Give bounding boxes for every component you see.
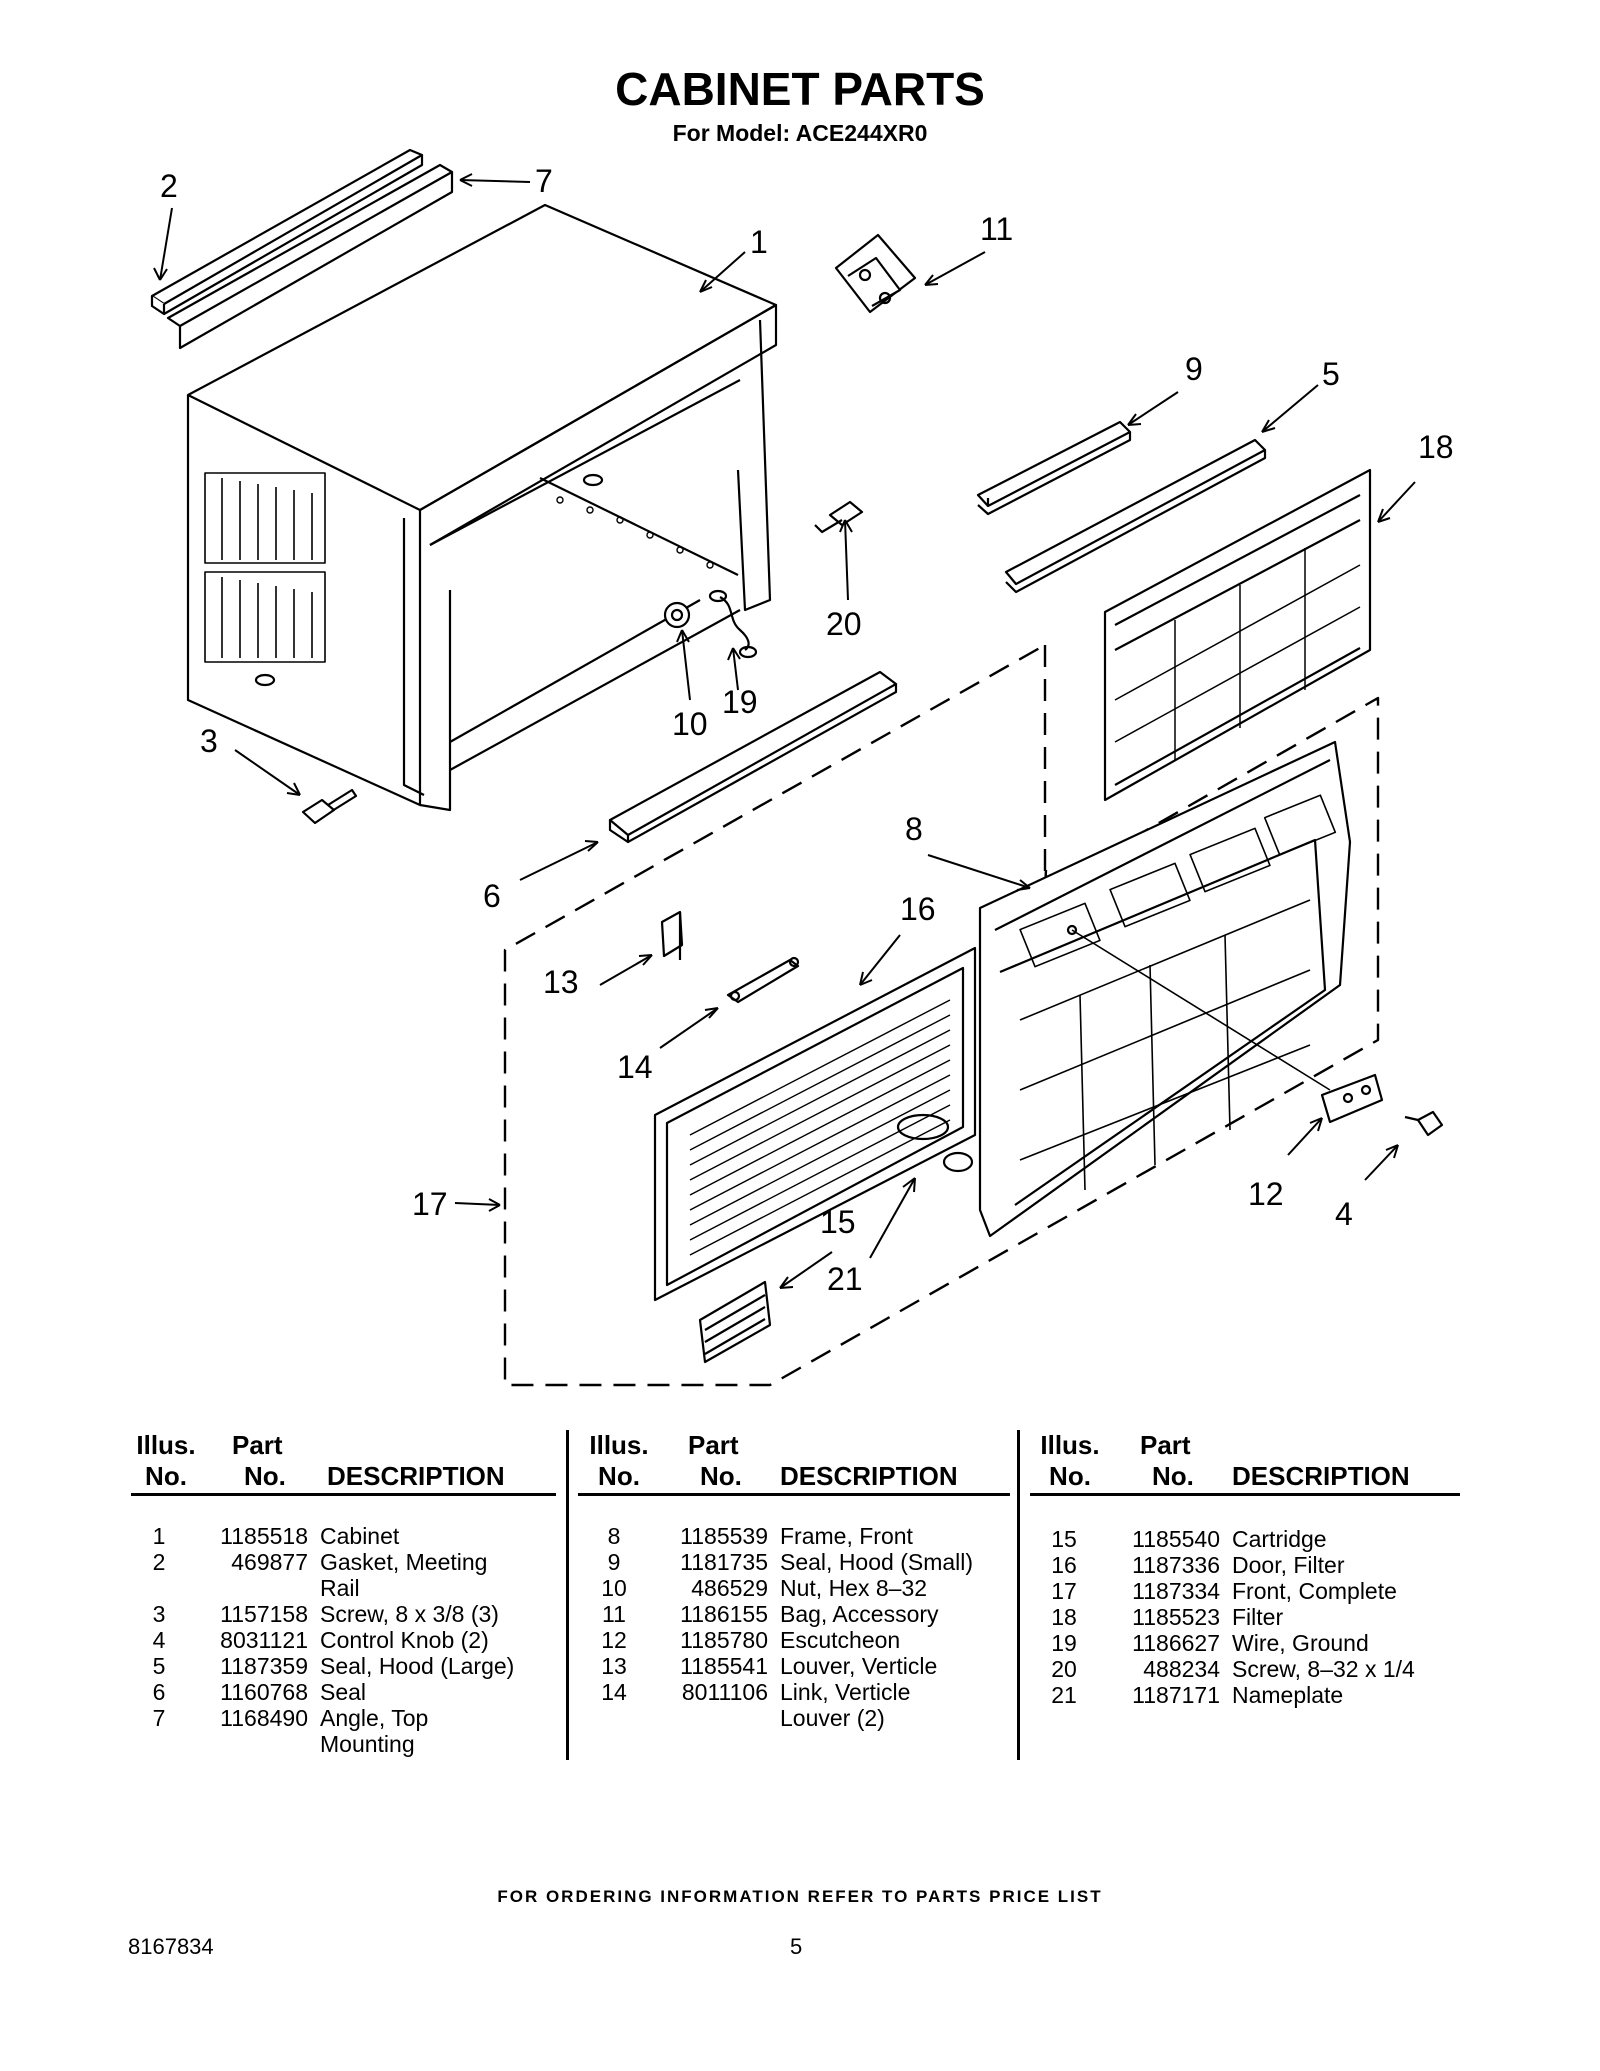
description-header: DESCRIPTION (780, 1461, 958, 1491)
column-divider (566, 1430, 569, 1760)
callout-7: 7 (535, 163, 553, 199)
seal-6-drawing (608, 670, 898, 844)
cartridge-drawing (698, 1280, 772, 1364)
cabinet-drawing (186, 203, 778, 812)
illus-no-header: Illus. No. (136, 1430, 196, 1491)
description-header: DESCRIPTION (1232, 1461, 1410, 1491)
louver-link-drawing (726, 956, 800, 1004)
screw-20-drawing (814, 500, 864, 534)
ground-wire-drawing (708, 589, 758, 659)
callout-leaders (153, 173, 1416, 1289)
part-no-header: Part No. (688, 1430, 742, 1491)
document-number: 8167834 (128, 1934, 214, 1959)
ordering-note: FOR ORDERING INFORMATION REFER TO PARTS … (497, 1887, 1103, 1906)
column-divider (1017, 1430, 1020, 1760)
callout-8: 8 (905, 811, 923, 847)
escutcheon-drawing (1320, 1073, 1384, 1124)
verticle-louver-drawing (660, 910, 684, 960)
angle-top-mounting-drawing (166, 163, 454, 350)
callout-13: 13 (543, 964, 579, 1000)
callout-4: 4 (1335, 1196, 1353, 1232)
gasket-meeting-rail-drawing (150, 148, 424, 316)
description-header: DESCRIPTION (327, 1461, 505, 1491)
seal-hood-small-drawing (976, 420, 1132, 516)
model-subtitle: For Model: ACE244XR0 (672, 120, 928, 146)
callout-16: 16 (900, 891, 936, 927)
callout-12: 12 (1248, 1176, 1284, 1212)
header-rule (1030, 1493, 1460, 1496)
exploded-parts-diagram: 2 7 1 11 9 5 18 20 10 19 3 6 8 16 13 14 … (150, 148, 1454, 1387)
callout-2: 2 (160, 168, 178, 204)
callout-5: 5 (1322, 356, 1340, 392)
part-no-header: Part No. (232, 1430, 286, 1491)
callout-6: 6 (483, 878, 501, 914)
callout-10: 10 (672, 706, 708, 742)
screw-3-drawing (301, 788, 358, 825)
hex-nut-drawing (663, 601, 691, 629)
part-no-header: Part No. (1140, 1430, 1194, 1491)
callout-17: 17 (412, 1186, 448, 1222)
front-frame-drawing (978, 740, 1352, 1238)
page-number: 5 (790, 1934, 803, 1959)
callout-9: 9 (1185, 351, 1203, 387)
callout-3: 3 (200, 723, 218, 759)
callout-11: 11 (980, 211, 1013, 247)
callout-18: 18 (1418, 429, 1454, 465)
callout-19: 19 (722, 684, 758, 720)
control-knob-drawing (1404, 1110, 1444, 1137)
callout-20: 20 (826, 606, 862, 642)
callout-14: 14 (617, 1049, 653, 1085)
filter-drawing (1103, 468, 1372, 802)
callout-21: 21 (827, 1261, 863, 1297)
illus-no-header: Illus. No. (1040, 1430, 1100, 1491)
header-rule (578, 1493, 1010, 1496)
callout-15: 15 (820, 1204, 856, 1240)
callout-labels: 2 7 1 11 9 5 18 20 10 19 3 6 8 16 13 14 … (160, 163, 1454, 1297)
illus-no-header: Illus. No. (589, 1430, 649, 1491)
page-title: CABINET PARTS (615, 63, 985, 115)
seal-hood-large-drawing (1004, 438, 1267, 594)
accessory-bag-drawing (834, 233, 917, 314)
filter-door-drawing (653, 946, 977, 1302)
callout-1: 1 (750, 224, 768, 260)
header-rule (131, 1493, 556, 1496)
